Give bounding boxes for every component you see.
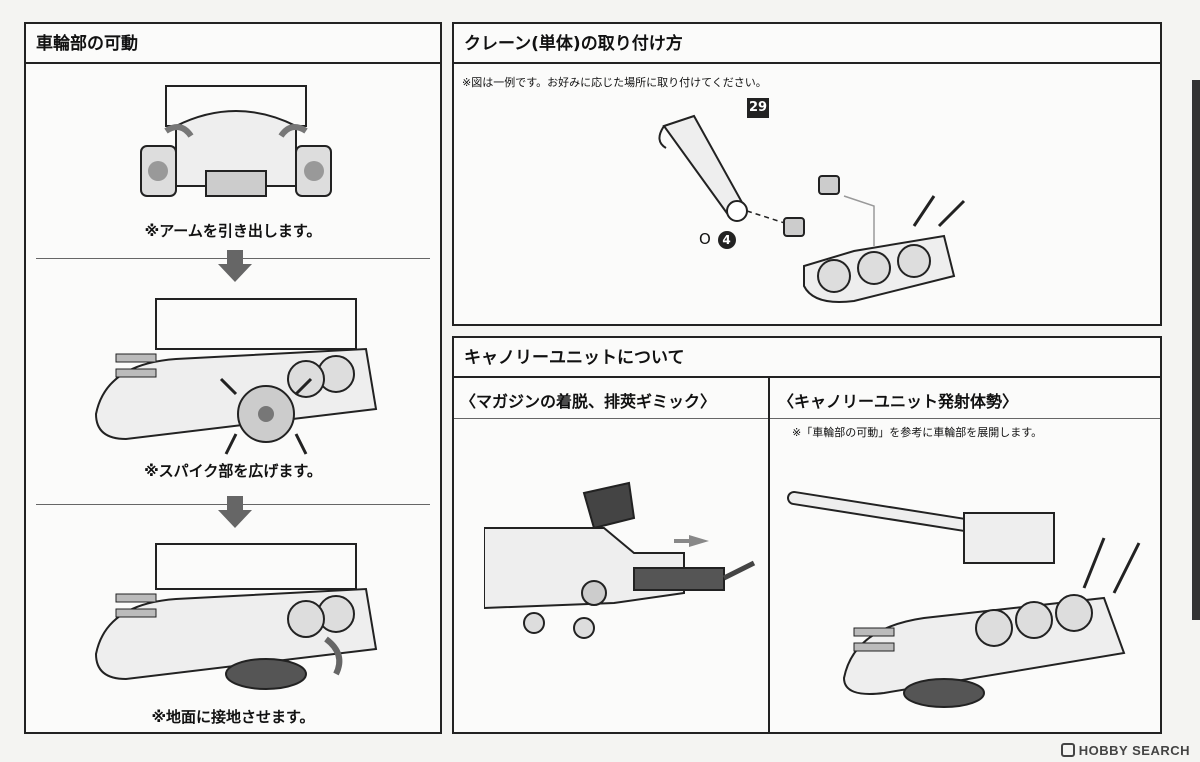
magazine-gimmick-illustration: [484, 481, 756, 639]
part-o4-number: 4: [722, 233, 731, 247]
magazine-title: 〈マガジンの着脱、排莢ギミック〉: [460, 392, 717, 411]
step1-caption: ※アームを引き出します。: [144, 222, 322, 240]
crane-note: ※図は一例です。お好みに応じた場所に取り付けてください。: [462, 76, 767, 89]
watermark-text: HOBBY SEARCH: [1078, 743, 1190, 758]
ground-contact-illustration: [94, 543, 378, 690]
step-arrow-down-icon: [218, 496, 252, 528]
crane-section-title: クレーン(単体)の取り付け方: [454, 24, 1160, 64]
canopy-sub-divider: [768, 378, 770, 732]
canopy-section-title: キャノリーユニットについて: [454, 338, 1160, 378]
firing-title-underline: [770, 418, 1160, 419]
part-o4-label: O 4: [699, 230, 736, 249]
part-o-letter: O: [699, 230, 711, 248]
firing-note: ※「車輪部の可動」を参考に車輪部を展開します。: [792, 426, 1043, 439]
step-arrow-down-icon: [218, 250, 252, 282]
firing-title: 〈キャノリーユニット発射体勢〉: [778, 392, 1019, 411]
step3-caption: ※地面に接地させます。: [151, 708, 315, 726]
magazine-title-underline: [454, 418, 768, 419]
watermark: HOBBY SEARCH: [1060, 743, 1190, 758]
part-o4-badge: 4: [717, 231, 736, 249]
wheel-section-title: 車輪部の可動: [26, 24, 440, 64]
crane-section-panel: クレーン(単体)の取り付け方 ※図は一例です。お好みに応じた場所に取り付けてくだ…: [452, 22, 1162, 326]
part-29-label: 29: [747, 98, 769, 118]
firing-stance-illustration: [787, 491, 1141, 708]
crane-assembly-illustration: [658, 114, 966, 303]
hobby-search-logo-icon: [1060, 743, 1075, 757]
part-29-number: 29: [748, 100, 768, 115]
wheel-section-panel: 車輪部の可動 ※アームを引き出します。 ※スパイク部を広げます。: [24, 22, 442, 734]
canopy-section-panel: キャノリーユニットについて 〈マガジンの着脱、排莢ギミック〉 〈キャノリーユニッ…: [452, 336, 1162, 734]
page-edge-bar: [1192, 80, 1200, 620]
spike-spread-illustration: [94, 298, 378, 455]
step2-caption: ※スパイク部を広げます。: [144, 462, 322, 480]
arm-pull-out-illustration: [140, 85, 332, 197]
